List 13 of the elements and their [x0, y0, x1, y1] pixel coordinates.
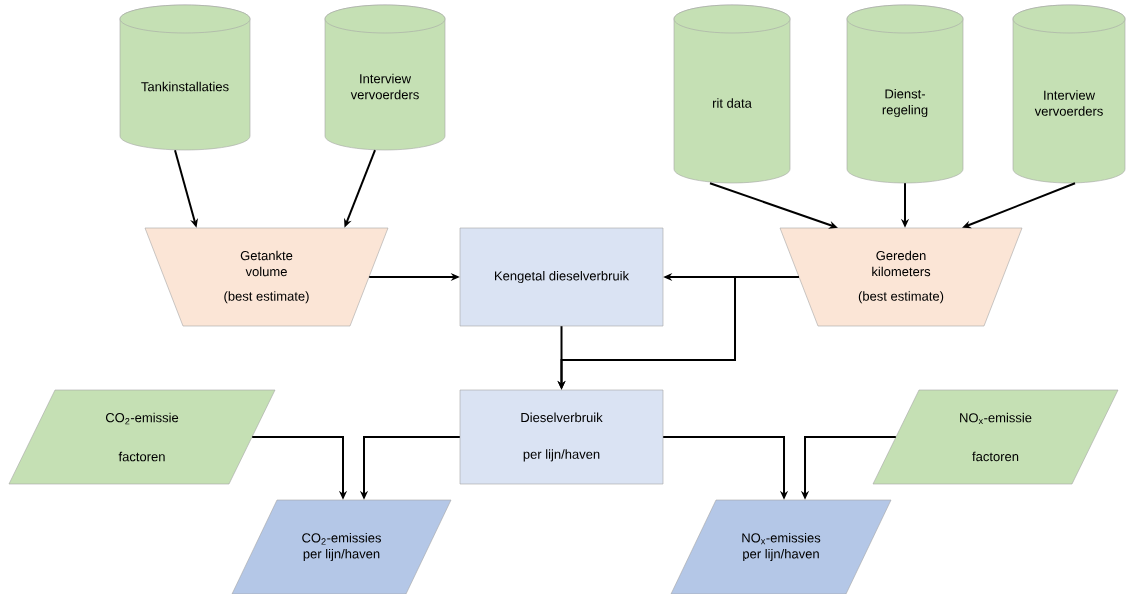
process-trapezoid: Getankte volume (best estimate) [144, 227, 389, 327]
process-trapezoid: Gereden kilometers (best estimate) [779, 227, 1023, 327]
data-source-cylinder: Tankinstallaties [119, 4, 251, 151]
data-parallelogram: CO$_{2}$-emissies per lijn/haven [231, 499, 452, 594]
data-parallelogram: NO$_{x}$-emissies per lijn/haven [670, 499, 892, 594]
data-source-cylinder: Dienst- regeling [846, 4, 964, 184]
data-parallelogram: NO$_{x}$-emissie factoren [872, 389, 1119, 485]
process-box: Kengetal dieselverbruik [459, 227, 664, 327]
data-parallelogram: CO$_{2}$-emissie factoren [8, 389, 276, 485]
process-box: Dieselverbruik per lijn/haven [459, 389, 664, 485]
data-source-cylinder: rit data [673, 4, 791, 184]
data-source-cylinder: Interview vervoerders [1012, 4, 1126, 184]
data-source-cylinder: Interview vervoerders [324, 4, 446, 151]
